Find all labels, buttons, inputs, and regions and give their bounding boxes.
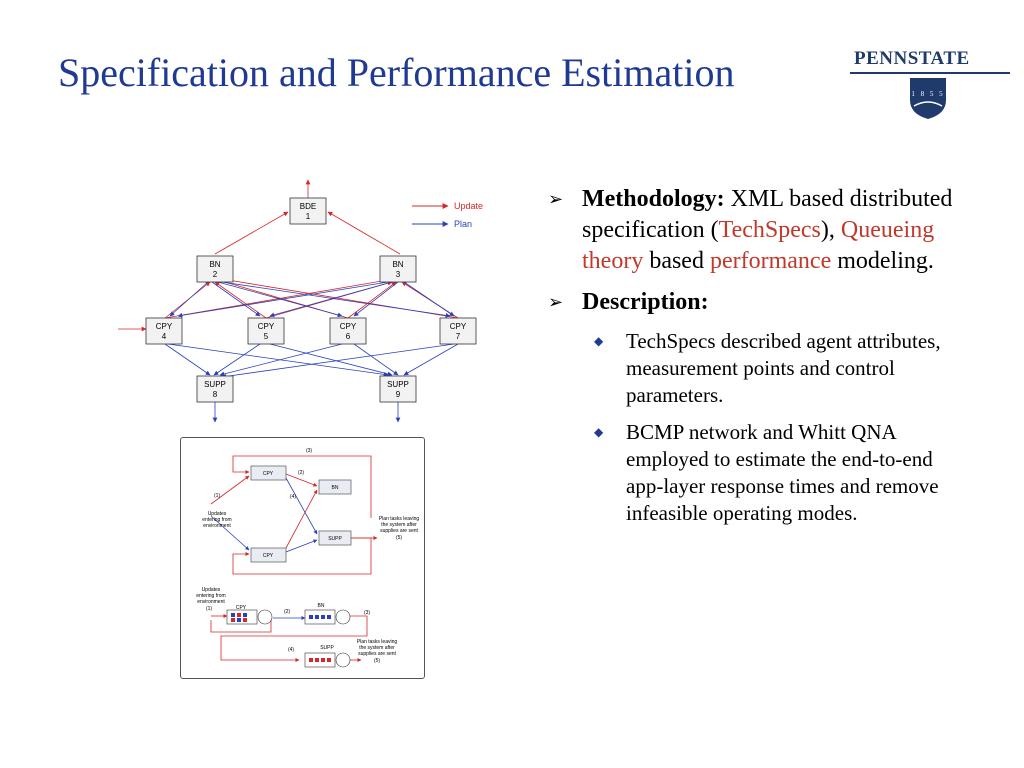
- pennstate-logo: PENNSTATE 1 8 5 5: [850, 44, 1014, 120]
- svg-text:(5): (5): [374, 658, 380, 664]
- svg-text:CPY: CPY: [236, 605, 247, 611]
- svg-text:(2): (2): [284, 609, 290, 615]
- svg-text:BN: BN: [318, 603, 325, 609]
- node-bn3-label: BN: [392, 260, 403, 269]
- svg-text:(4): (4): [288, 647, 294, 653]
- svg-text:Updates: Updates: [202, 587, 221, 593]
- methodology-label: Methodology:: [582, 186, 725, 212]
- node-bn3-id: 3: [396, 270, 401, 279]
- description-label: Description:: [582, 289, 709, 315]
- queueing-term: Queueing theory: [582, 217, 935, 274]
- q-cpy-top: CPY: [263, 471, 274, 477]
- node-supp8-label: SUPP: [204, 380, 226, 389]
- logo-wordmark: PENNSTATE: [854, 48, 970, 69]
- svg-text:entering from: entering from: [202, 517, 231, 523]
- node-supp9-label: SUPP: [387, 380, 409, 389]
- svg-text:Updates: Updates: [208, 511, 227, 517]
- legend-update: Update: [454, 201, 483, 211]
- svg-text:(3): (3): [364, 610, 370, 616]
- bullet-description: ➢ Description:: [548, 287, 968, 318]
- node-supp9-id: 9: [396, 390, 401, 399]
- svg-text:(1): (1): [206, 606, 212, 612]
- slide-title: Specification and Performance Estimation: [58, 50, 735, 95]
- logo-year: 1 8 5 5: [911, 90, 945, 98]
- svg-text:(5): (5): [396, 535, 402, 541]
- svg-text:supplies are sent: supplies are sent: [380, 528, 418, 534]
- node-bde-id: 1: [306, 212, 311, 221]
- node-bde-label: BDE: [300, 202, 316, 211]
- performance-term: performance: [709, 248, 832, 274]
- legend-plan: Plan: [454, 219, 472, 229]
- node-bn2-label: BN: [209, 260, 220, 269]
- q-bn: BN: [332, 485, 339, 491]
- q-supp: SUPP: [328, 536, 342, 542]
- node-cpy4-id: 4: [162, 332, 167, 341]
- svg-text:the system after: the system after: [381, 522, 417, 528]
- svg-text:supplies are sent: supplies are sent: [358, 651, 396, 657]
- node-cpy7-id: 7: [456, 332, 461, 341]
- shield-icon: [910, 78, 946, 119]
- svg-text:entering from: entering from: [196, 593, 225, 599]
- queueing-model-diagram: CPY BN SUPP CPY (3) (2) (4) (1) Updates …: [196, 448, 420, 668]
- svg-text:environment: environment: [203, 523, 231, 529]
- agent-network-diagram: Update Plan: [118, 179, 483, 423]
- svg-text:SUPP: SUPP: [320, 645, 334, 651]
- svg-text:Plan tasks leaving: Plan tasks leaving: [357, 639, 398, 645]
- sub-bullet-bcmp: ◆ BCMP network and Whitt QNA employed to…: [594, 420, 939, 525]
- bullet-methodology: ➢ Methodology: XML based distributed spe…: [548, 186, 953, 274]
- svg-text:(2): (2): [298, 470, 304, 476]
- svg-text:Plan tasks leaving: Plan tasks leaving: [379, 516, 420, 522]
- node-bn2-id: 2: [213, 270, 218, 279]
- node-cpy6-label: CPY: [340, 322, 357, 331]
- queueing-model-figure: CPY BN SUPP CPY (3) (2) (4) (1) Updates …: [180, 437, 425, 679]
- node-supp8-id: 8: [213, 390, 218, 399]
- node-cpy4-label: CPY: [156, 322, 173, 331]
- node-cpy5-id: 5: [264, 332, 269, 341]
- slide-content: ➢ Methodology: XML based distributed spe…: [548, 184, 968, 537]
- svg-text:the system after: the system after: [359, 645, 395, 651]
- svg-text:environment: environment: [197, 599, 225, 605]
- sub-bullet-techspecs: ◆ TechSpecs described agent attributes, …: [594, 329, 941, 407]
- techspecs-term: TechSpecs: [718, 217, 821, 243]
- node-cpy6-id: 6: [346, 332, 351, 341]
- diamond-bullet-icon: ◆: [594, 334, 604, 348]
- node-cpy7-label: CPY: [450, 322, 467, 331]
- legend: Update Plan: [412, 201, 483, 229]
- arrow-bullet-icon: ➢: [548, 292, 564, 313]
- q-cpy-bottom: CPY: [263, 553, 274, 559]
- logo-rule: [850, 72, 1010, 74]
- arrow-bullet-icon: ➢: [548, 189, 564, 210]
- svg-text:(1): (1): [214, 493, 220, 499]
- svg-text:(3): (3): [306, 448, 312, 454]
- svg-text:(4): (4): [290, 494, 296, 500]
- node-cpy5-label: CPY: [258, 322, 275, 331]
- diamond-bullet-icon: ◆: [594, 425, 604, 439]
